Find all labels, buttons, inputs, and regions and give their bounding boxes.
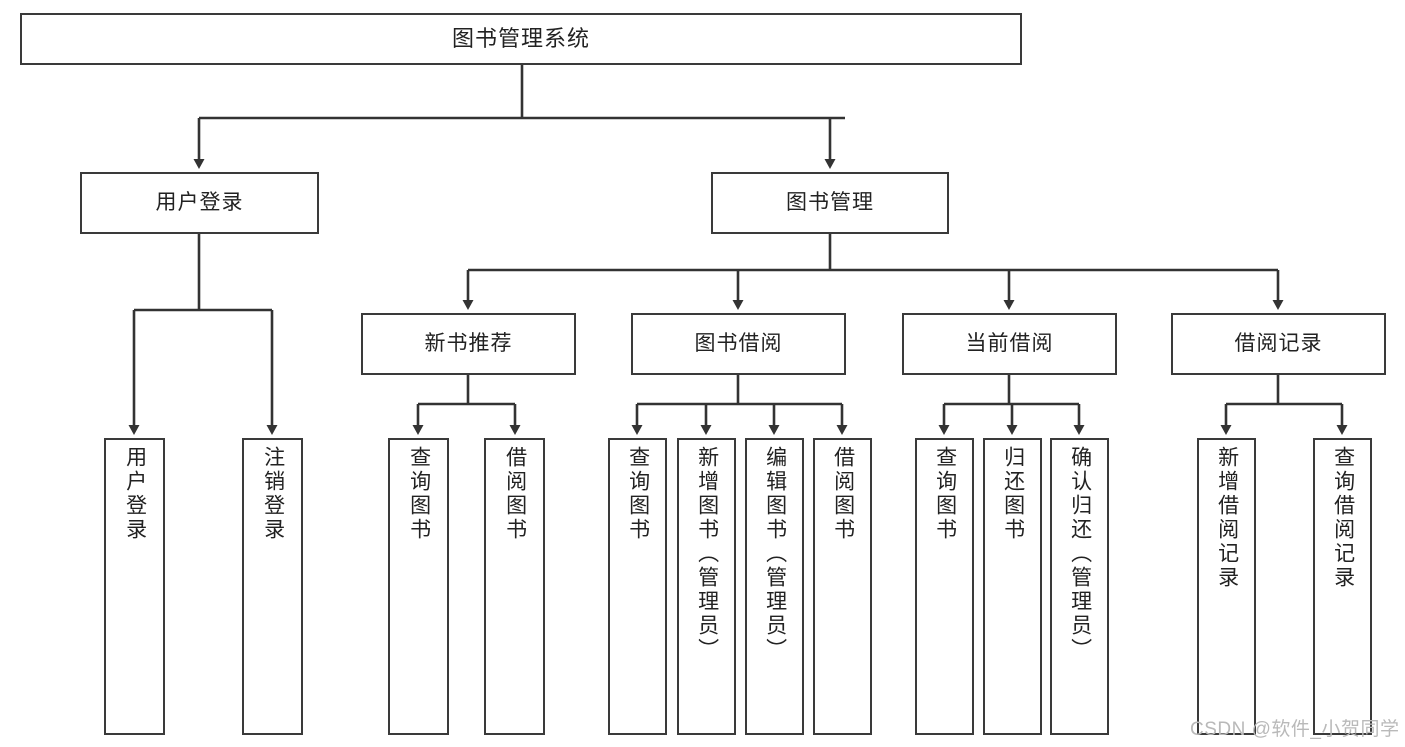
leaf-query-borrow-record[interactable]: 查询借阅记录 — [1313, 438, 1372, 735]
leaf-edit-book-admin[interactable]: 编辑图书（管理员） — [745, 438, 804, 735]
node-current-borrow[interactable]: 当前借阅 — [902, 313, 1117, 375]
leaf-logout-login[interactable]: 注销登录 — [242, 438, 303, 735]
node-user-login[interactable]: 用户登录 — [80, 172, 319, 234]
node-new-book-recommend[interactable]: 新书推荐 — [361, 313, 576, 375]
node-root-system[interactable]: 图书管理系统 — [20, 13, 1022, 65]
leaf-user-login[interactable]: 用户登录 — [104, 438, 165, 735]
leaf-add-book-admin[interactable]: 新增图书（管理员） — [677, 438, 736, 735]
node-book-manage[interactable]: 图书管理 — [711, 172, 949, 234]
node-borrow-record[interactable]: 借阅记录 — [1171, 313, 1386, 375]
leaf-query-book-2[interactable]: 查询图书 — [608, 438, 667, 735]
csdn-watermark: CSDN @软件_小贺同学 — [1190, 719, 1400, 740]
leaf-return-book[interactable]: 归还图书 — [983, 438, 1042, 735]
leaf-query-book-1[interactable]: 查询图书 — [388, 438, 449, 735]
leaf-borrow-book-2[interactable]: 借阅图书 — [813, 438, 872, 735]
leaf-add-borrow-record[interactable]: 新增借阅记录 — [1197, 438, 1256, 735]
leaf-query-book-3[interactable]: 查询图书 — [915, 438, 974, 735]
leaf-confirm-return-admin[interactable]: 确认归还（管理员） — [1050, 438, 1109, 735]
node-book-borrow[interactable]: 图书借阅 — [631, 313, 846, 375]
leaf-borrow-book-1[interactable]: 借阅图书 — [484, 438, 545, 735]
